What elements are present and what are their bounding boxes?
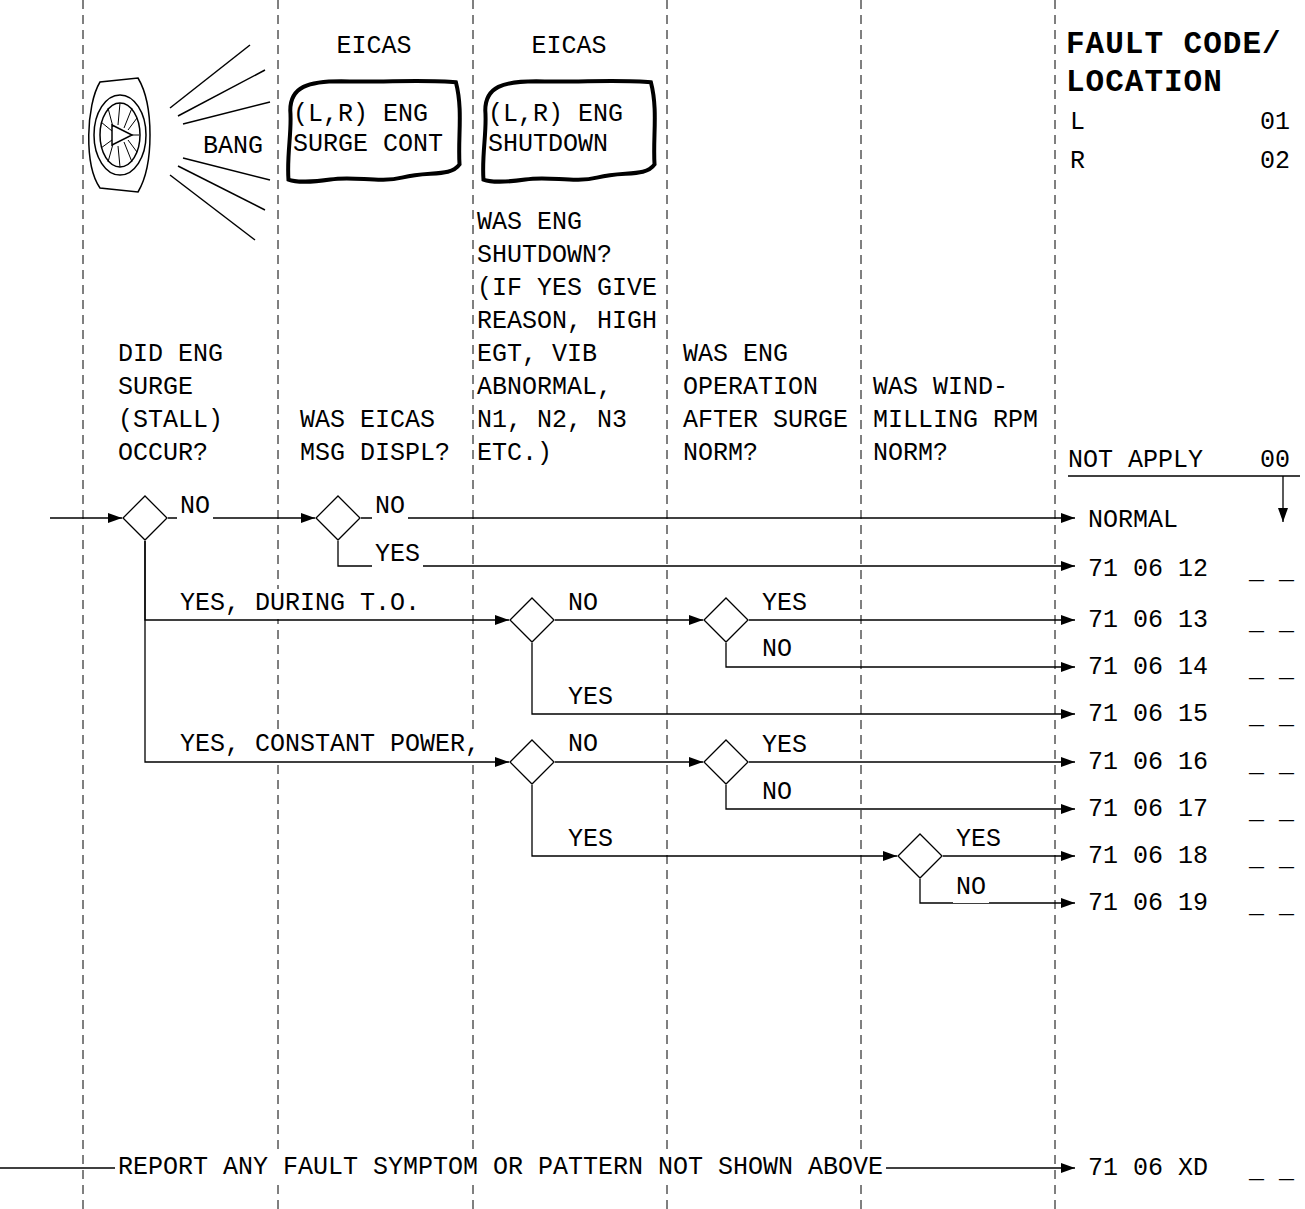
branch-label: NO <box>565 730 601 760</box>
column-question: WAS ENG SHUTDOWN? (IF YES GIVE REASON, H… <box>477 206 663 470</box>
branch-label: YES, CONSTANT POWER, <box>177 730 483 760</box>
location-letter: L <box>1070 108 1085 138</box>
decision-diamond <box>315 495 361 541</box>
branch-label: YES <box>759 589 810 619</box>
decision-diamond <box>509 597 555 643</box>
branch-label: NO <box>177 492 213 522</box>
report-note: REPORT ANY FAULT SYMPTOM OR PATTERN NOT … <box>115 1153 886 1183</box>
decision-diamond <box>122 495 168 541</box>
message-source: EICAS <box>283 32 465 62</box>
decision-diamond <box>509 739 555 785</box>
fault-code: 71 06 15 <box>1088 700 1208 730</box>
branch-label: YES <box>565 683 616 713</box>
decision-diamond-outline <box>509 597 555 643</box>
decision-diamond <box>703 597 749 643</box>
flow-connector <box>555 761 703 762</box>
fault-code: 71 06 12 <box>1088 555 1208 585</box>
message-source: EICAS <box>478 32 660 62</box>
location-blank: _ _ <box>1249 1156 1294 1186</box>
message-panel: (L,R) ENG SURGE CONT <box>283 78 465 186</box>
eicas-message: (L,R) ENG SHUTDOWN <box>488 100 644 160</box>
fault-code: 71 06 13 <box>1088 606 1208 636</box>
decision-diamond <box>703 739 749 785</box>
column-title: FAULT CODE/ LOCATION <box>1066 26 1282 102</box>
branch-label: YES <box>953 825 1004 855</box>
location-blank: _ _ <box>1249 891 1294 921</box>
location-blank: _ _ <box>1249 608 1294 638</box>
fault-code: 71 06 14 <box>1088 653 1208 683</box>
location-blank: _ _ <box>1249 557 1294 587</box>
branch-label: YES <box>372 540 423 570</box>
branch-label: YES <box>565 825 616 855</box>
branch-label: NO <box>953 873 989 903</box>
eicas-message-box: EICAS (L,R) ENG SHUTDOWN <box>478 32 660 186</box>
fault-code: 71 06 18 <box>1088 842 1208 872</box>
code-lines <box>0 476 1300 1168</box>
fault-code: 71 06 19 <box>1088 889 1208 919</box>
message-panel: (L,R) ENG SHUTDOWN <box>478 78 660 186</box>
decision-diamond-outline <box>315 495 361 541</box>
branch-label: YES <box>759 731 810 761</box>
flow-connector <box>555 619 703 620</box>
column-question: DID ENG SURGE (STALL) OCCUR? <box>118 338 229 470</box>
location-blank: _ _ <box>1249 655 1294 685</box>
decision-diamond-outline <box>703 597 749 643</box>
location-blank: _ _ <box>1249 797 1294 827</box>
decision-diamond-outline <box>703 739 749 785</box>
flow-connector <box>145 541 509 620</box>
location-blank: _ _ <box>1249 702 1294 732</box>
fault-code: 71 06 XD <box>1088 1154 1208 1184</box>
branch-label: NO <box>759 635 795 665</box>
location-code: 00 <box>1260 446 1290 476</box>
fault-code: 71 06 16 <box>1088 748 1208 778</box>
column-question: WAS WIND-MILLING RPM NORM? <box>873 371 1044 470</box>
not-apply-label: NOT APPLY <box>1068 446 1203 476</box>
location-blank: _ _ <box>1249 750 1294 780</box>
decision-diamond-outline <box>122 495 168 541</box>
eicas-message-box: EICAS (L,R) ENG SURGE CONT <box>283 32 465 186</box>
location-blank: _ _ <box>1249 844 1294 874</box>
branch-label: NO <box>565 589 601 619</box>
flow-connector <box>145 541 509 762</box>
branch-label: NO <box>372 492 408 522</box>
result-label: NORMAL <box>1088 506 1178 536</box>
column-question: WAS EICAS MSG DISPL? <box>300 404 456 470</box>
branch-label: NO <box>759 778 795 808</box>
location-code: 02 <box>1260 147 1290 177</box>
sound-label: BANG <box>203 132 263 162</box>
location-letter: R <box>1070 147 1085 177</box>
fault-code: 71 06 17 <box>1088 795 1208 825</box>
location-code: 01 <box>1260 108 1290 138</box>
eicas-message: (L,R) ENG SURGE CONT <box>293 100 449 160</box>
flow-connector <box>532 785 897 856</box>
engine-illustration <box>89 45 270 240</box>
branch-label: YES, DURING T.O. <box>177 589 423 619</box>
decision-diamond <box>897 833 943 879</box>
column-lines <box>83 0 1055 1209</box>
decision-diamond-outline <box>897 833 943 879</box>
decision-diamond-outline <box>509 739 555 785</box>
column-question: WAS ENG OPERATION AFTER SURGE NORM? <box>683 338 854 470</box>
